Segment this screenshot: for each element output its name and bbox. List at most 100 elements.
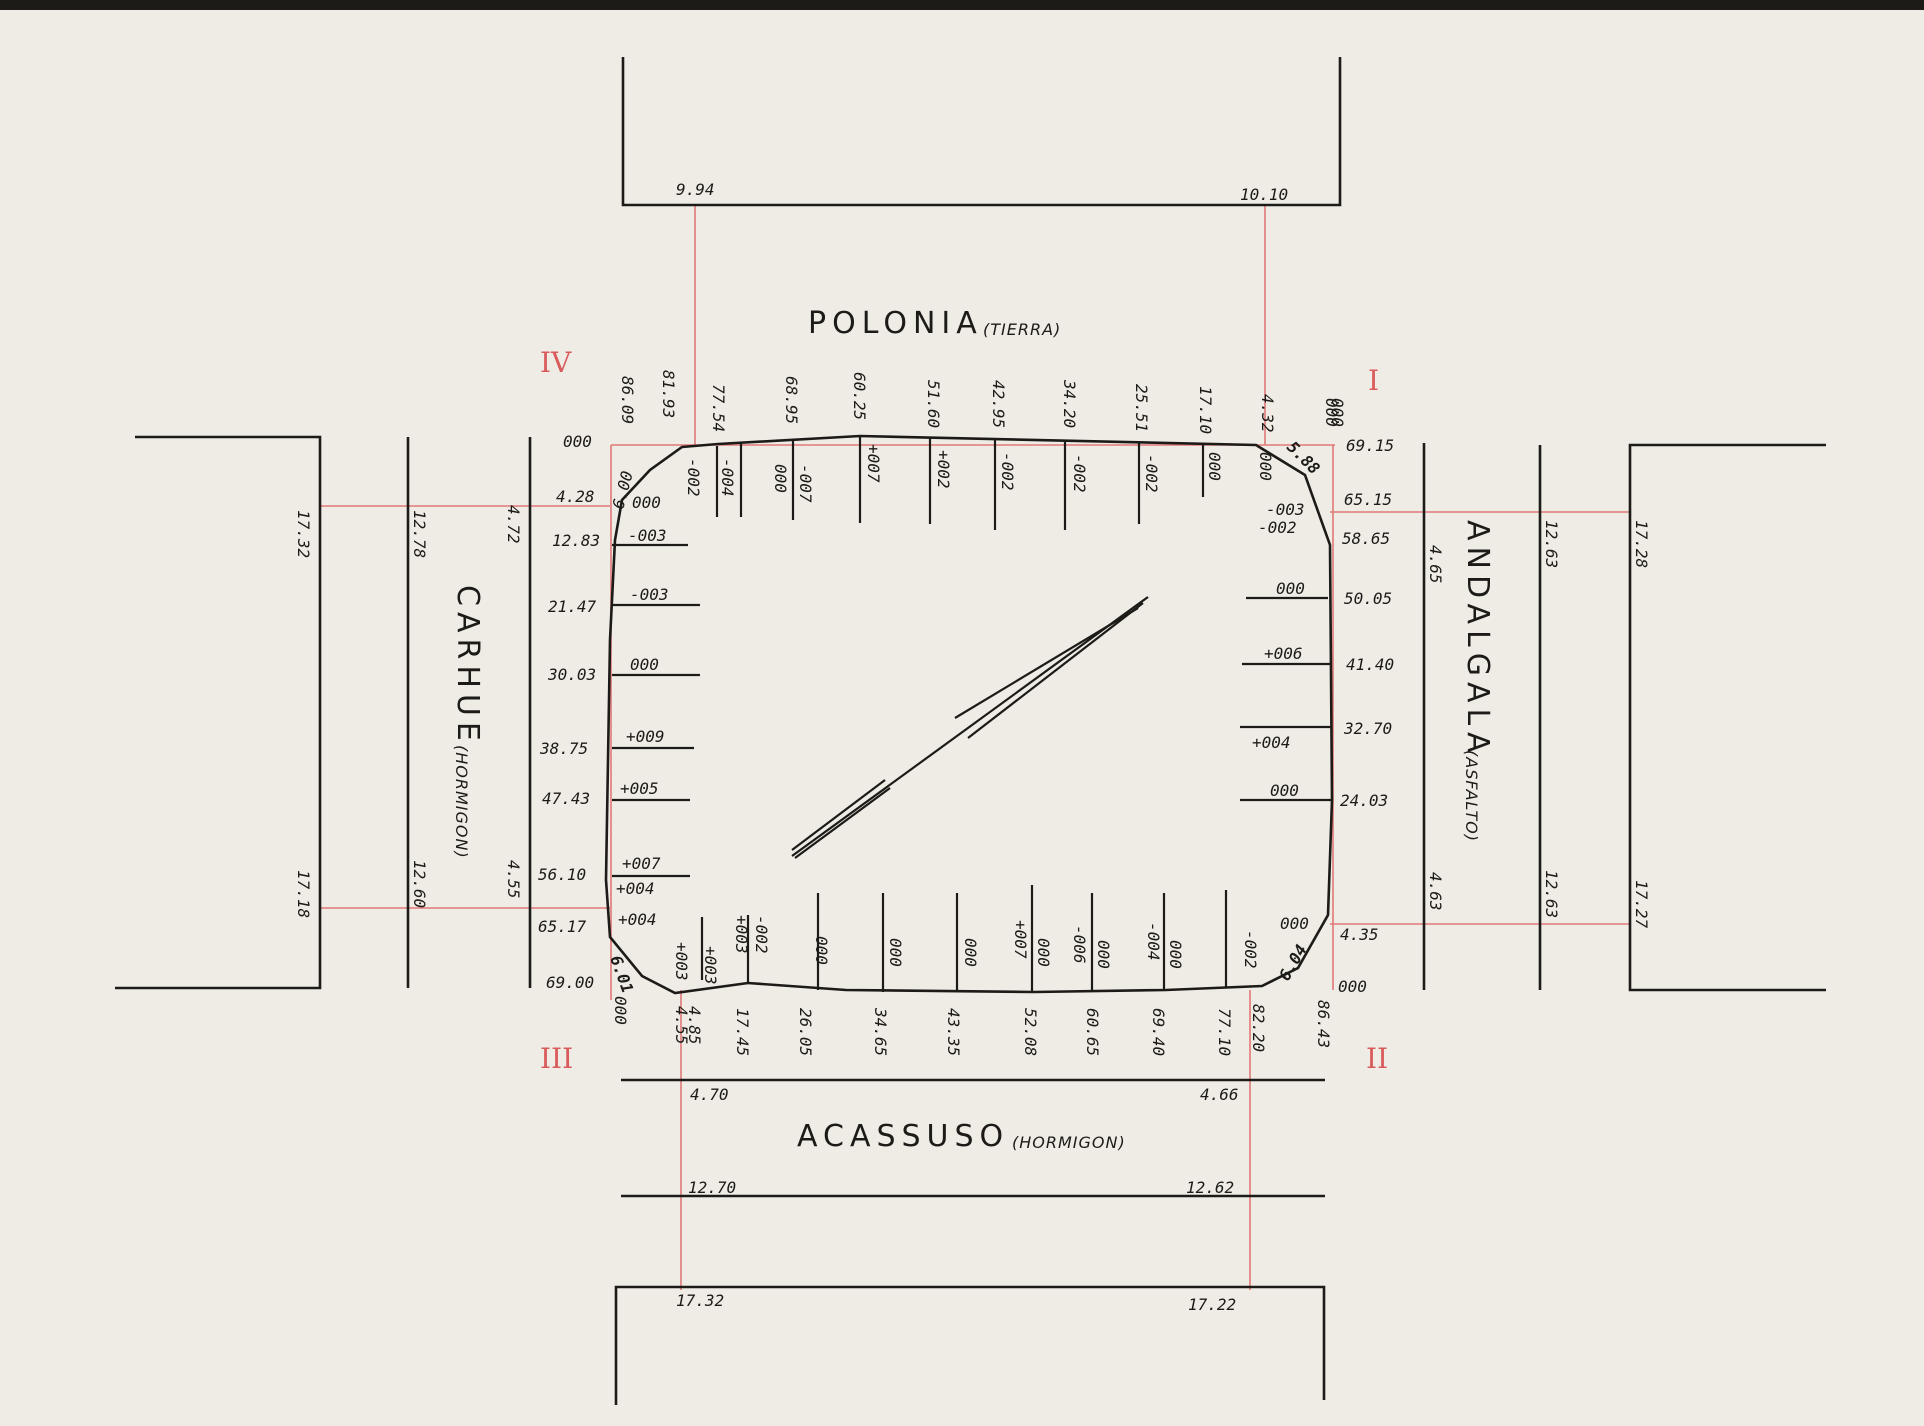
bottom-ticks [700,885,1228,992]
east-line-top: 12.63 [1542,520,1561,568]
right-station: 58.65 [1342,529,1390,548]
street-west-surface: (HORMIGON) [452,745,471,859]
west-line-top: 12.78 [410,510,429,558]
left-station: 21.47 [548,597,597,616]
reference-lines [320,205,1630,1290]
top-station: 17.10 [1196,386,1215,434]
right-level: +004 [1252,733,1291,752]
west-curb-bottom: 4.55 [504,860,523,899]
west-line-bottom: 12.60 [410,860,429,908]
bottom-station: 17.45 [733,1008,752,1056]
top-station-labels: 86.09 81.93 77.54 68.95 60.25 51.60 42.9… [618,370,1341,434]
right-station: 24.03 [1340,791,1388,810]
street-east: ANDALGALA (ASFALTO) [1460,520,1495,842]
top-station: 77.54 [709,384,728,432]
left-level: 000 [632,493,661,512]
street-south-surface: (HORMIGON) [1012,1133,1126,1152]
bottom-station: 77.10 [1215,1008,1234,1056]
left-level: +009 [626,727,665,746]
left-station: 38.75 [539,739,588,758]
east-block-bottom: 17.27 [1632,880,1651,929]
right-level: -003 [1266,500,1305,519]
top-level: -002 [684,458,703,497]
top-station: 25.51 [1132,384,1151,432]
right-level: 000 [1270,781,1299,800]
south-block-left: 17.32 [676,1291,724,1310]
top-ticks [715,436,1205,530]
top-level: +007 [864,444,883,483]
north-arrow [791,596,1149,859]
north-block-right: 10.10 [1240,185,1288,204]
bottom-level: 000 [1166,940,1185,969]
right-station: 41.40 [1346,655,1394,674]
street-west: CARHUE (HORMIGON) [450,585,485,859]
corner-ne-label: I [1368,364,1379,397]
bottom-level: +007 [1011,920,1030,959]
south-curb-right: 4.66 [1200,1085,1239,1104]
top-station: 4.32 [1258,394,1277,433]
south-line-right: 12.62 [1186,1178,1234,1197]
top-station: 86.09 [618,376,637,424]
bottom-station: 34.65 [871,1007,890,1056]
lot-outline [604,434,1334,995]
top-station: 68.95 [782,376,801,424]
right-station-labels: 000 69.15 65.15 58.65 50.05 41.40 32.70 … [1328,398,1394,996]
left-ticks [612,543,700,878]
right-station: 000 [1338,977,1367,996]
west-block-top: 17.32 [294,510,313,558]
bottom-station: 52.08 [1021,1008,1040,1056]
top-level: -007 [796,464,815,503]
right-level-labels: -003 -002 000 +006 +004 000 000 [1252,500,1309,933]
right-level: 000 [1276,579,1305,598]
bottom-level: -002 [1241,930,1260,969]
top-level: -004 [718,458,737,497]
left-station: 65.17 [538,917,587,936]
bottom-level: -004 [1144,922,1163,961]
right-level: -002 [1258,518,1297,537]
street-west-name: CARHUE [450,585,485,747]
top-level: 000 [771,464,790,493]
top-level: -002 [1142,454,1161,493]
north-block-left: 9.94 [676,180,715,199]
south-curb-left: 4.70 [690,1085,729,1104]
east-block-top: 17.28 [1632,520,1651,568]
left-station: 000 [563,432,592,451]
bottom-station: 4.55 [672,1006,691,1045]
corner-sw-label: III [540,1042,573,1075]
west-curb-top: 4.72 [504,505,523,544]
left-station: 30.03 [547,665,596,684]
right-station: 32.70 [1343,719,1392,738]
corner-nw-label: IV [540,346,572,379]
left-station: 47.43 [542,789,590,808]
bottom-station: 4.85 [685,1006,704,1045]
right-station: 4.35 [1340,925,1379,944]
street-north-name: POLONIA [808,306,983,341]
left-level: -003 [628,526,667,545]
bottom-level: 000 [1094,940,1113,969]
top-level: 000 [1205,452,1224,481]
top-station: 000 [1322,398,1341,427]
left-station: 56.10 [538,865,586,884]
bottom-level: 000 [961,938,980,967]
left-level-labels: 000 -003 -003 000 +009 +005 +007 +004 +0… [616,493,669,929]
bottom-station: 82.20 [1249,1004,1268,1052]
street-east-surface: (ASFALTO) [1462,750,1481,842]
bottom-station: 000 [611,996,630,1025]
top-station: 60.25 [850,372,869,420]
bottom-level: 000 [886,938,905,967]
right-ticks [1240,596,1331,802]
street-east-name: ANDALGALA [1460,520,1495,758]
right-level: 000 [1280,914,1309,933]
bottom-station-labels: 000 4.55 4.85 17.45 26.05 34.65 43.35 52… [611,996,1333,1056]
right-level: +006 [1264,644,1303,663]
left-level: +007 [622,854,661,873]
top-level: +002 [934,450,953,489]
top-level-labels: 6.00 -002 -004 000 -007 +007 +002 -002 -… [609,437,1324,511]
right-station: 65.15 [1344,490,1392,509]
street-north: POLONIA (TIERRA) [808,306,1060,341]
east-curb-top: 4.65 [1426,545,1445,584]
left-level: 000 [630,655,659,674]
outer-dimensions: 9.94 10.10 4.70 4.66 12.70 12.62 17.32 1… [294,180,1651,1314]
bottom-level: +003 [672,942,691,981]
